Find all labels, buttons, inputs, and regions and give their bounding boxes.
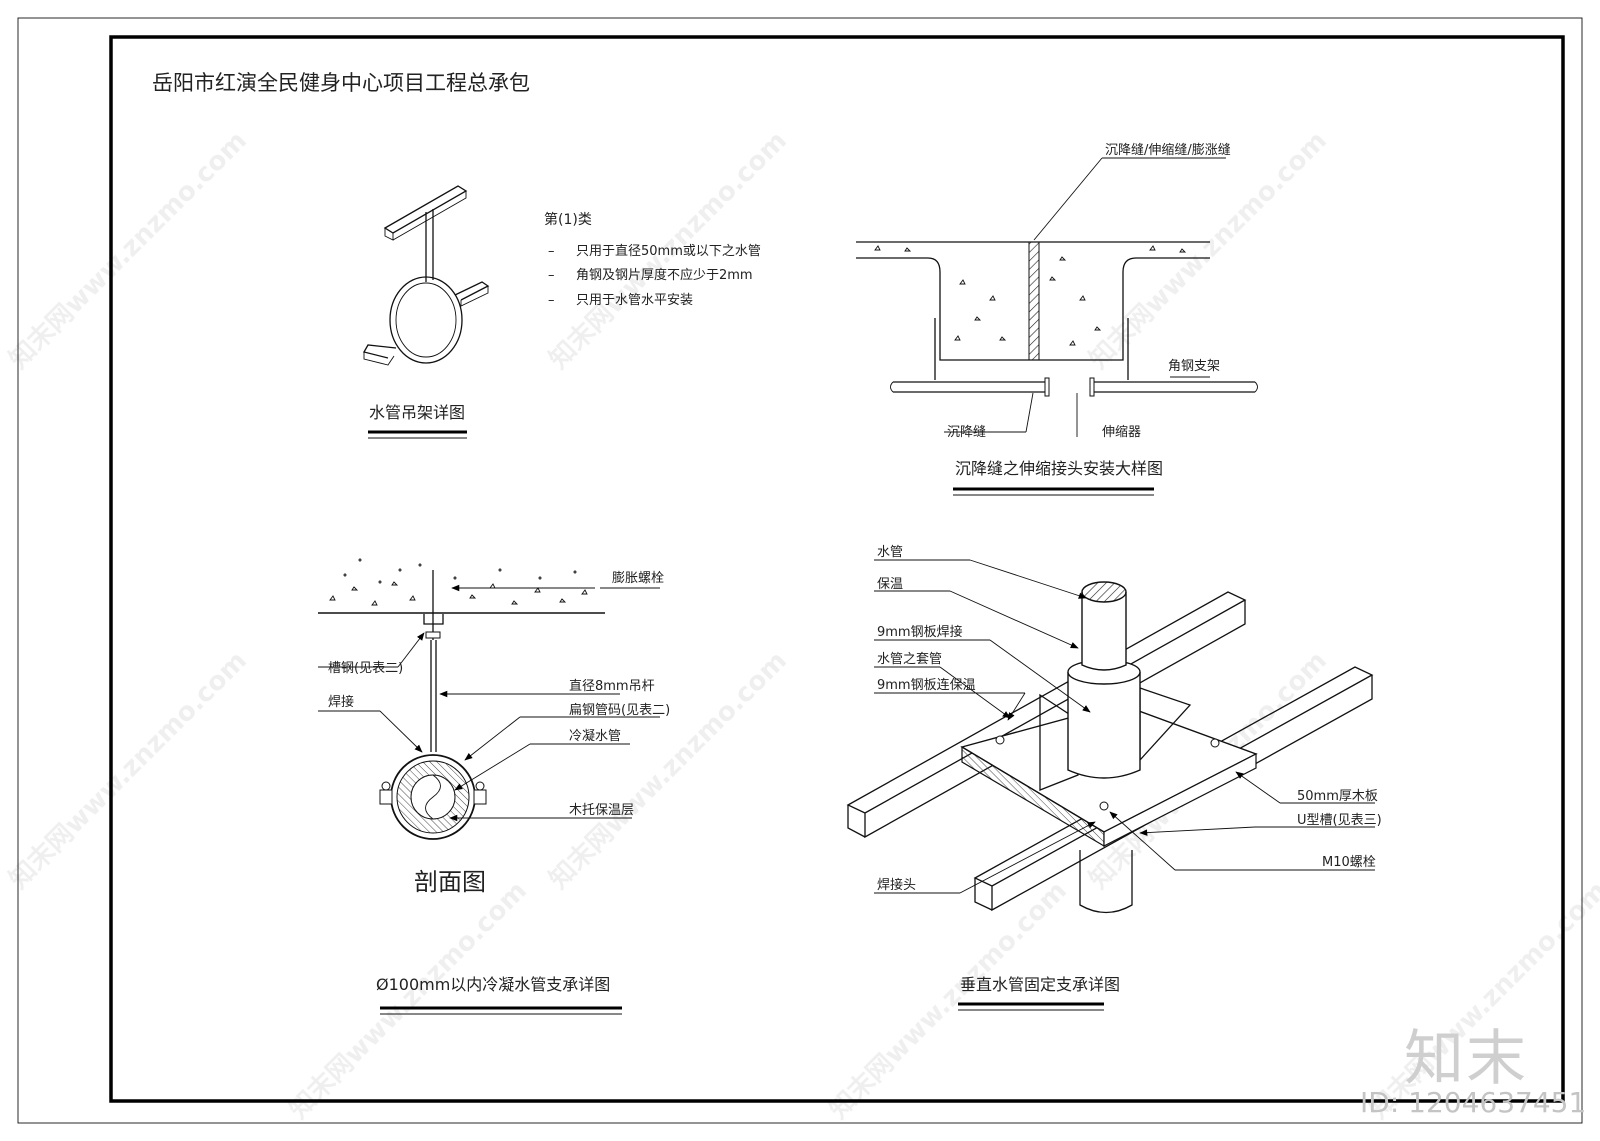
joint-detail: 沉降缝/伸缩缝/膨涨缝 角钢支架 沉降缝 伸缩器 沉降缝之伸缩接头安装大样图 <box>856 142 1258 496</box>
hanger-rod <box>425 209 434 282</box>
pipe-ring <box>389 276 463 364</box>
watermark-text: 知末网www.znzmo.com <box>284 876 533 1125</box>
outer-frame <box>17 17 1583 1124</box>
joint-expander-label: 伸缩器 <box>1102 424 1141 440</box>
pipe-sleeve <box>1067 672 1141 779</box>
image-id-label: ID: 1204637451 <box>1360 1086 1587 1119</box>
hanger-rod-8mm <box>430 640 437 752</box>
vertical-pipe <box>1081 592 1127 671</box>
hanger-note: 只用于水管水平安装 <box>576 293 693 308</box>
cond-pipe-label: 冷凝水管 <box>569 728 621 744</box>
vert-plate-weld-label: 9mm钢板焊接 <box>877 624 963 640</box>
watermark-text: 知末网www.znzmo.com <box>1084 126 1333 375</box>
cond-channel-label: 槽钢(见表二) <box>328 661 403 676</box>
vert-plate-insul-label: 9mm钢板连保温 <box>877 677 976 693</box>
joint-caption: 沉降缝之伸缩接头安装大样图 <box>955 459 1163 478</box>
hanger-detail: 第(1)类 – 只用于直径50mm或以下之水管 – 角钢及钢片厚度不应少于2mm… <box>363 185 761 439</box>
vert-weld-head-label: 焊接头 <box>877 877 916 893</box>
vert-board-label: 50mm厚木板 <box>1297 789 1378 804</box>
cond-section-title: 剖面图 <box>414 868 486 896</box>
cond-caption: Ø100mm以内冷凝水管支承详图 <box>376 975 610 994</box>
watermark-layer: 知末网www.znzmo.com 知末网www.znzmo.com 知末网www… <box>4 126 1600 1125</box>
m10-bolt <box>1099 801 1109 811</box>
vert-bolt-label: M10螺栓 <box>1322 855 1376 870</box>
hanger-note-head: 第(1)类 <box>544 211 592 228</box>
cond-rod-label: 直径8mm吊杆 <box>569 679 655 694</box>
horizontal-pipe <box>893 381 1255 393</box>
vert-pipe-label: 水管 <box>877 545 903 560</box>
brand-logo: 知末 <box>1404 1024 1528 1094</box>
joint-settle-label: 沉降缝 <box>947 425 986 440</box>
hanger-note: – <box>548 268 555 283</box>
drawing-title: 岳阳市红演全民健身中心项目工程总承包 <box>152 71 530 95</box>
concrete-speckle <box>874 245 1187 346</box>
watermark-text: 知末网www.znzmo.com <box>4 646 253 895</box>
hanger-note: 只用于直径50mm或以下之水管 <box>576 244 761 259</box>
m10-bolt <box>1210 738 1220 748</box>
hanger-note: – <box>548 293 555 308</box>
watermark-text: 知末网www.znzmo.com <box>824 876 1073 1125</box>
hanger-note: – <box>548 244 555 259</box>
vert-caption: 垂直水管固定支承详图 <box>960 975 1120 994</box>
joint-top-label: 沉降缝/伸缩缝/膨涨缝 <box>1105 142 1231 158</box>
hanger-note: 角钢及钢片厚度不应少于2mm <box>576 267 753 283</box>
vert-sleeve-label: 水管之套管 <box>877 651 942 667</box>
vert-channel-label: U型槽(见表三) <box>1297 813 1382 828</box>
condensate-detail: 膨胀螺栓 槽钢(见表二) 直径8mm吊杆 焊接 扁钢管码(见表二) 冷凝水管 木… <box>318 558 670 1015</box>
cond-clamp-label: 扁钢管码(见表二) <box>569 703 670 718</box>
cond-weld-label: 焊接 <box>328 694 354 710</box>
vertical-detail: 水管 保温 9mm钢板焊接 水管之套管 9mm钢板连保温 50mm厚木板 U型槽… <box>846 545 1382 1011</box>
joint-bracket-label: 角钢支架 <box>1168 359 1220 374</box>
cond-bolt-label: 膨胀螺栓 <box>612 571 664 586</box>
vert-insul-label: 保温 <box>877 577 903 592</box>
settlement-joint <box>1028 241 1040 361</box>
ceiling-speckle <box>329 558 588 606</box>
channel-steel <box>423 614 444 625</box>
drawing-frame <box>109 35 1565 1103</box>
cond-insulation-label: 木托保温层 <box>569 803 634 818</box>
watermark-text: 知末网www.znzmo.com <box>4 126 253 375</box>
hanger-caption: 水管吊架详图 <box>369 403 465 422</box>
m10-bolt <box>995 735 1005 745</box>
